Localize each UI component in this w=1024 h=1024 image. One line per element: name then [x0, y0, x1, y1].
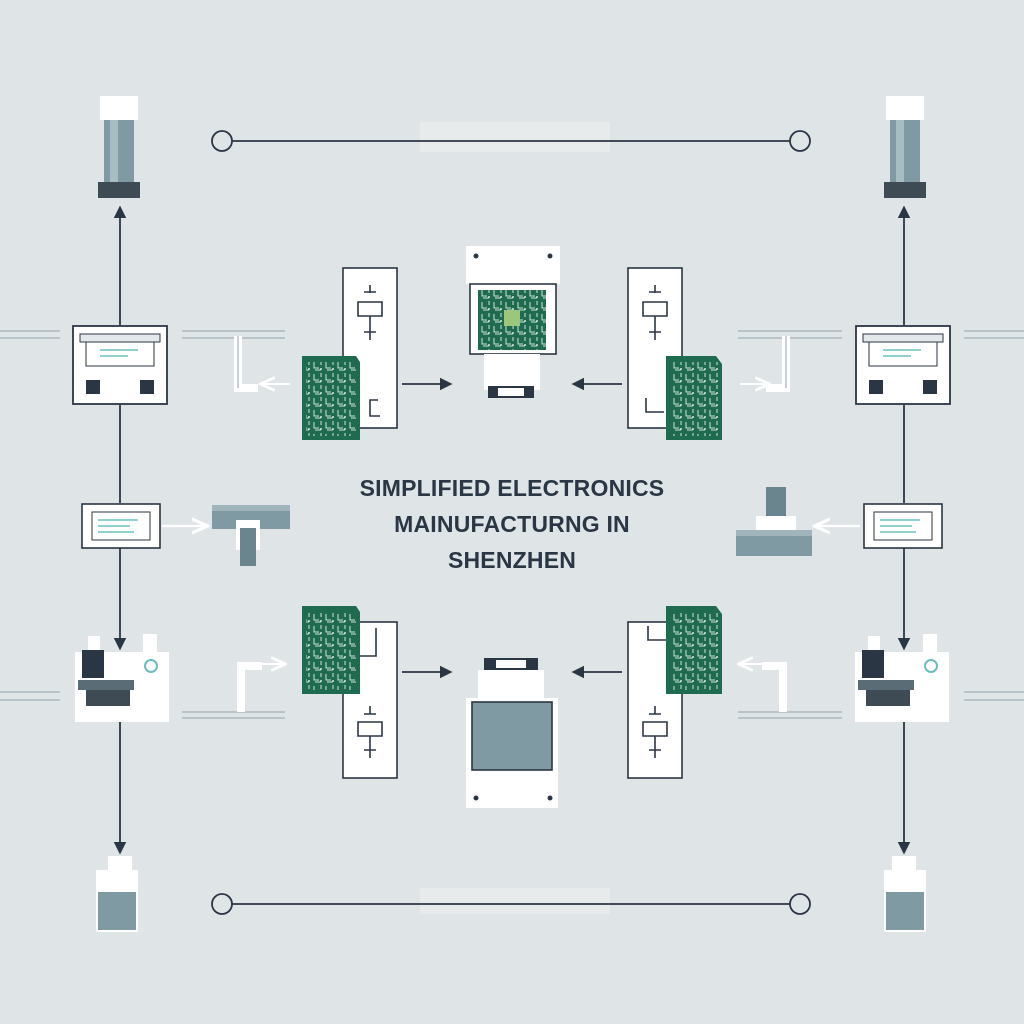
container-icon	[466, 658, 558, 808]
highlight-band-top	[420, 122, 610, 152]
pcb-icon	[666, 606, 722, 694]
pipe-icon	[740, 336, 790, 392]
label-card-icon	[863, 503, 943, 549]
machine-icon	[855, 634, 949, 722]
monitor-icon	[855, 325, 951, 405]
bottle-icon	[96, 856, 138, 932]
connector-icon	[736, 487, 812, 556]
title-line-1: SIMPLIFIED ELECTRONICS	[359, 475, 665, 501]
title-line-3: SHENZHEN	[447, 547, 577, 573]
chip-press-icon	[466, 246, 560, 398]
pcb-icon	[302, 606, 360, 694]
connector-icon	[212, 505, 290, 566]
monitor-icon	[72, 325, 168, 405]
pipe-icon	[740, 664, 787, 712]
title-line-2: MAINUFACTURNG IN	[394, 511, 630, 537]
label-card-icon	[81, 503, 161, 549]
bottle-icon	[884, 856, 926, 932]
cylinder-icon	[98, 96, 140, 198]
pipe-icon	[234, 336, 290, 392]
side-rails	[0, 330, 1024, 719]
circuit-diagram-icon	[627, 267, 683, 429]
pipe-icon	[237, 664, 284, 712]
pcb-icon	[666, 356, 722, 440]
diagram-title: SIMPLIFIED ELECTRONICS MAINUFACTURNG IN …	[312, 470, 712, 578]
center-flow-arrows	[402, 377, 622, 679]
highlight-band-bottom	[420, 888, 610, 914]
vertical-flow-lines	[113, 205, 911, 855]
top-connector-line	[211, 130, 811, 152]
bottom-connector-line	[211, 893, 811, 915]
pcb-icon	[302, 356, 360, 440]
cylinder-icon	[884, 96, 926, 198]
machine-icon	[75, 634, 169, 722]
